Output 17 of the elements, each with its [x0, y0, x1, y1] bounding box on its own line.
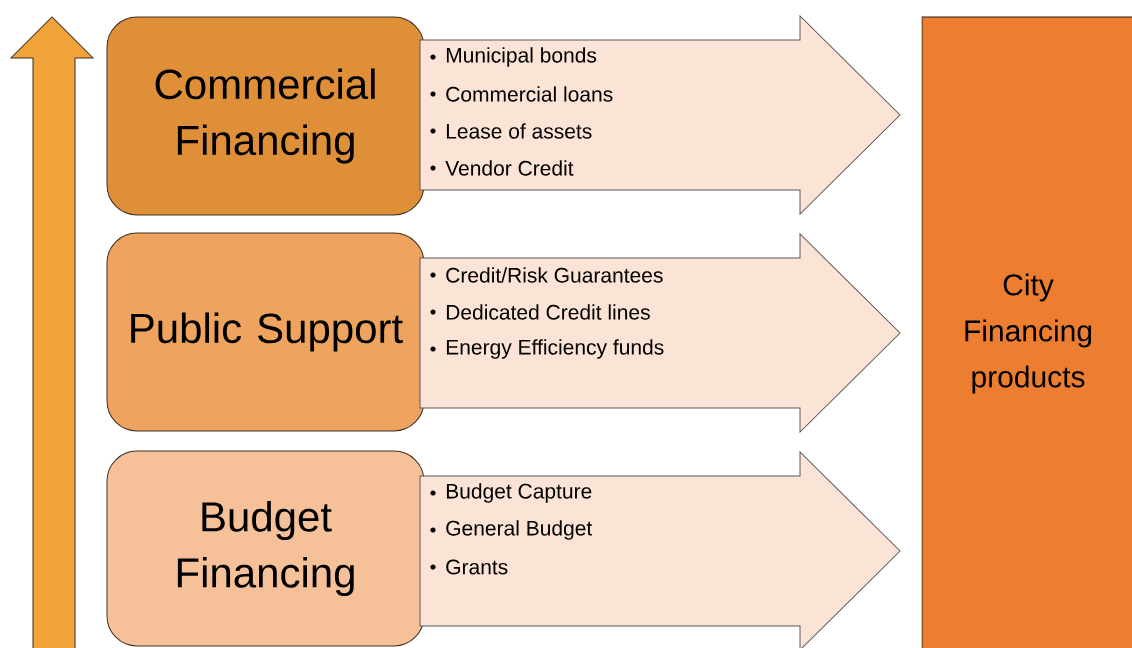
bullet-item: Grants: [430, 559, 508, 575]
arrow-shape: [419, 15, 901, 215]
category-box: Budget Financing: [106, 450, 425, 647]
category-box: Public Support: [106, 232, 425, 432]
arrow-shape: [419, 233, 901, 433]
bullet-item: Energy Efficiency funds: [430, 339, 664, 359]
arrow-shape: [419, 451, 901, 648]
bullet-item: Lease of assets: [430, 123, 592, 139]
bullet-item: Dedicated Credit lines: [430, 304, 650, 320]
bullet-item: Vendor Credit: [430, 160, 574, 176]
bullet-item: Commercial loans: [430, 86, 613, 102]
bullet-item: General Budget: [430, 520, 593, 540]
bullet-item: Municipal bonds: [430, 47, 597, 67]
result-box: City Financing products: [921, 16, 1132, 648]
bullet-item: Budget Capture: [430, 483, 592, 503]
category-box: Commercial Financing: [106, 16, 425, 216]
bullet-item: Credit/Risk Guarantees: [430, 267, 663, 283]
